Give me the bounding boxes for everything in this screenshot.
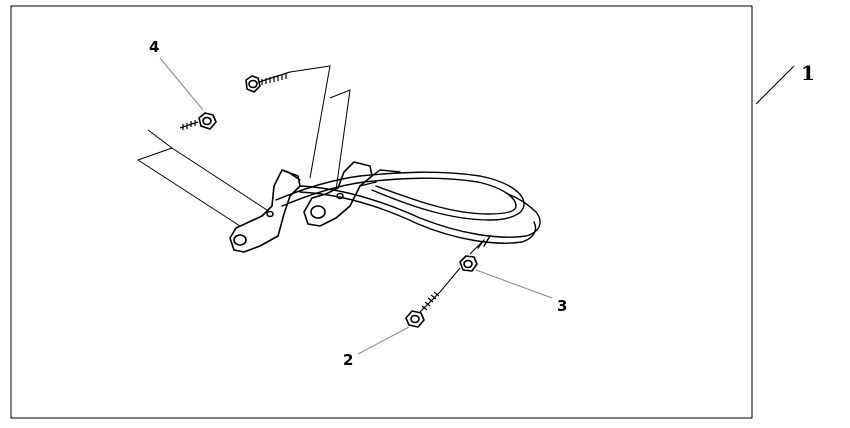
bracket-middle bbox=[303, 161, 373, 227]
nut-leader bbox=[475, 269, 553, 299]
diagram-frame bbox=[10, 5, 753, 419]
nut-alignment bbox=[469, 241, 483, 255]
bolt-lower-alignment bbox=[439, 267, 461, 293]
bolt-lower-leader bbox=[357, 326, 410, 355]
callout-assembly: 1 bbox=[801, 61, 815, 85]
bolt-upper-left bbox=[179, 112, 217, 130]
nut-part bbox=[459, 255, 478, 272]
bolt-upper-top bbox=[245, 71, 291, 93]
bolt-upper-leader bbox=[159, 57, 204, 111]
step-wire bbox=[275, 169, 541, 249]
callout-nut: 3 bbox=[557, 297, 567, 315]
alignment-lines bbox=[137, 65, 351, 227]
callout-bolt-lower: 2 bbox=[343, 351, 353, 369]
assembly-leader bbox=[755, 65, 795, 105]
callout-bolt-upper: 4 bbox=[149, 38, 159, 56]
bolt-lower bbox=[405, 291, 441, 328]
